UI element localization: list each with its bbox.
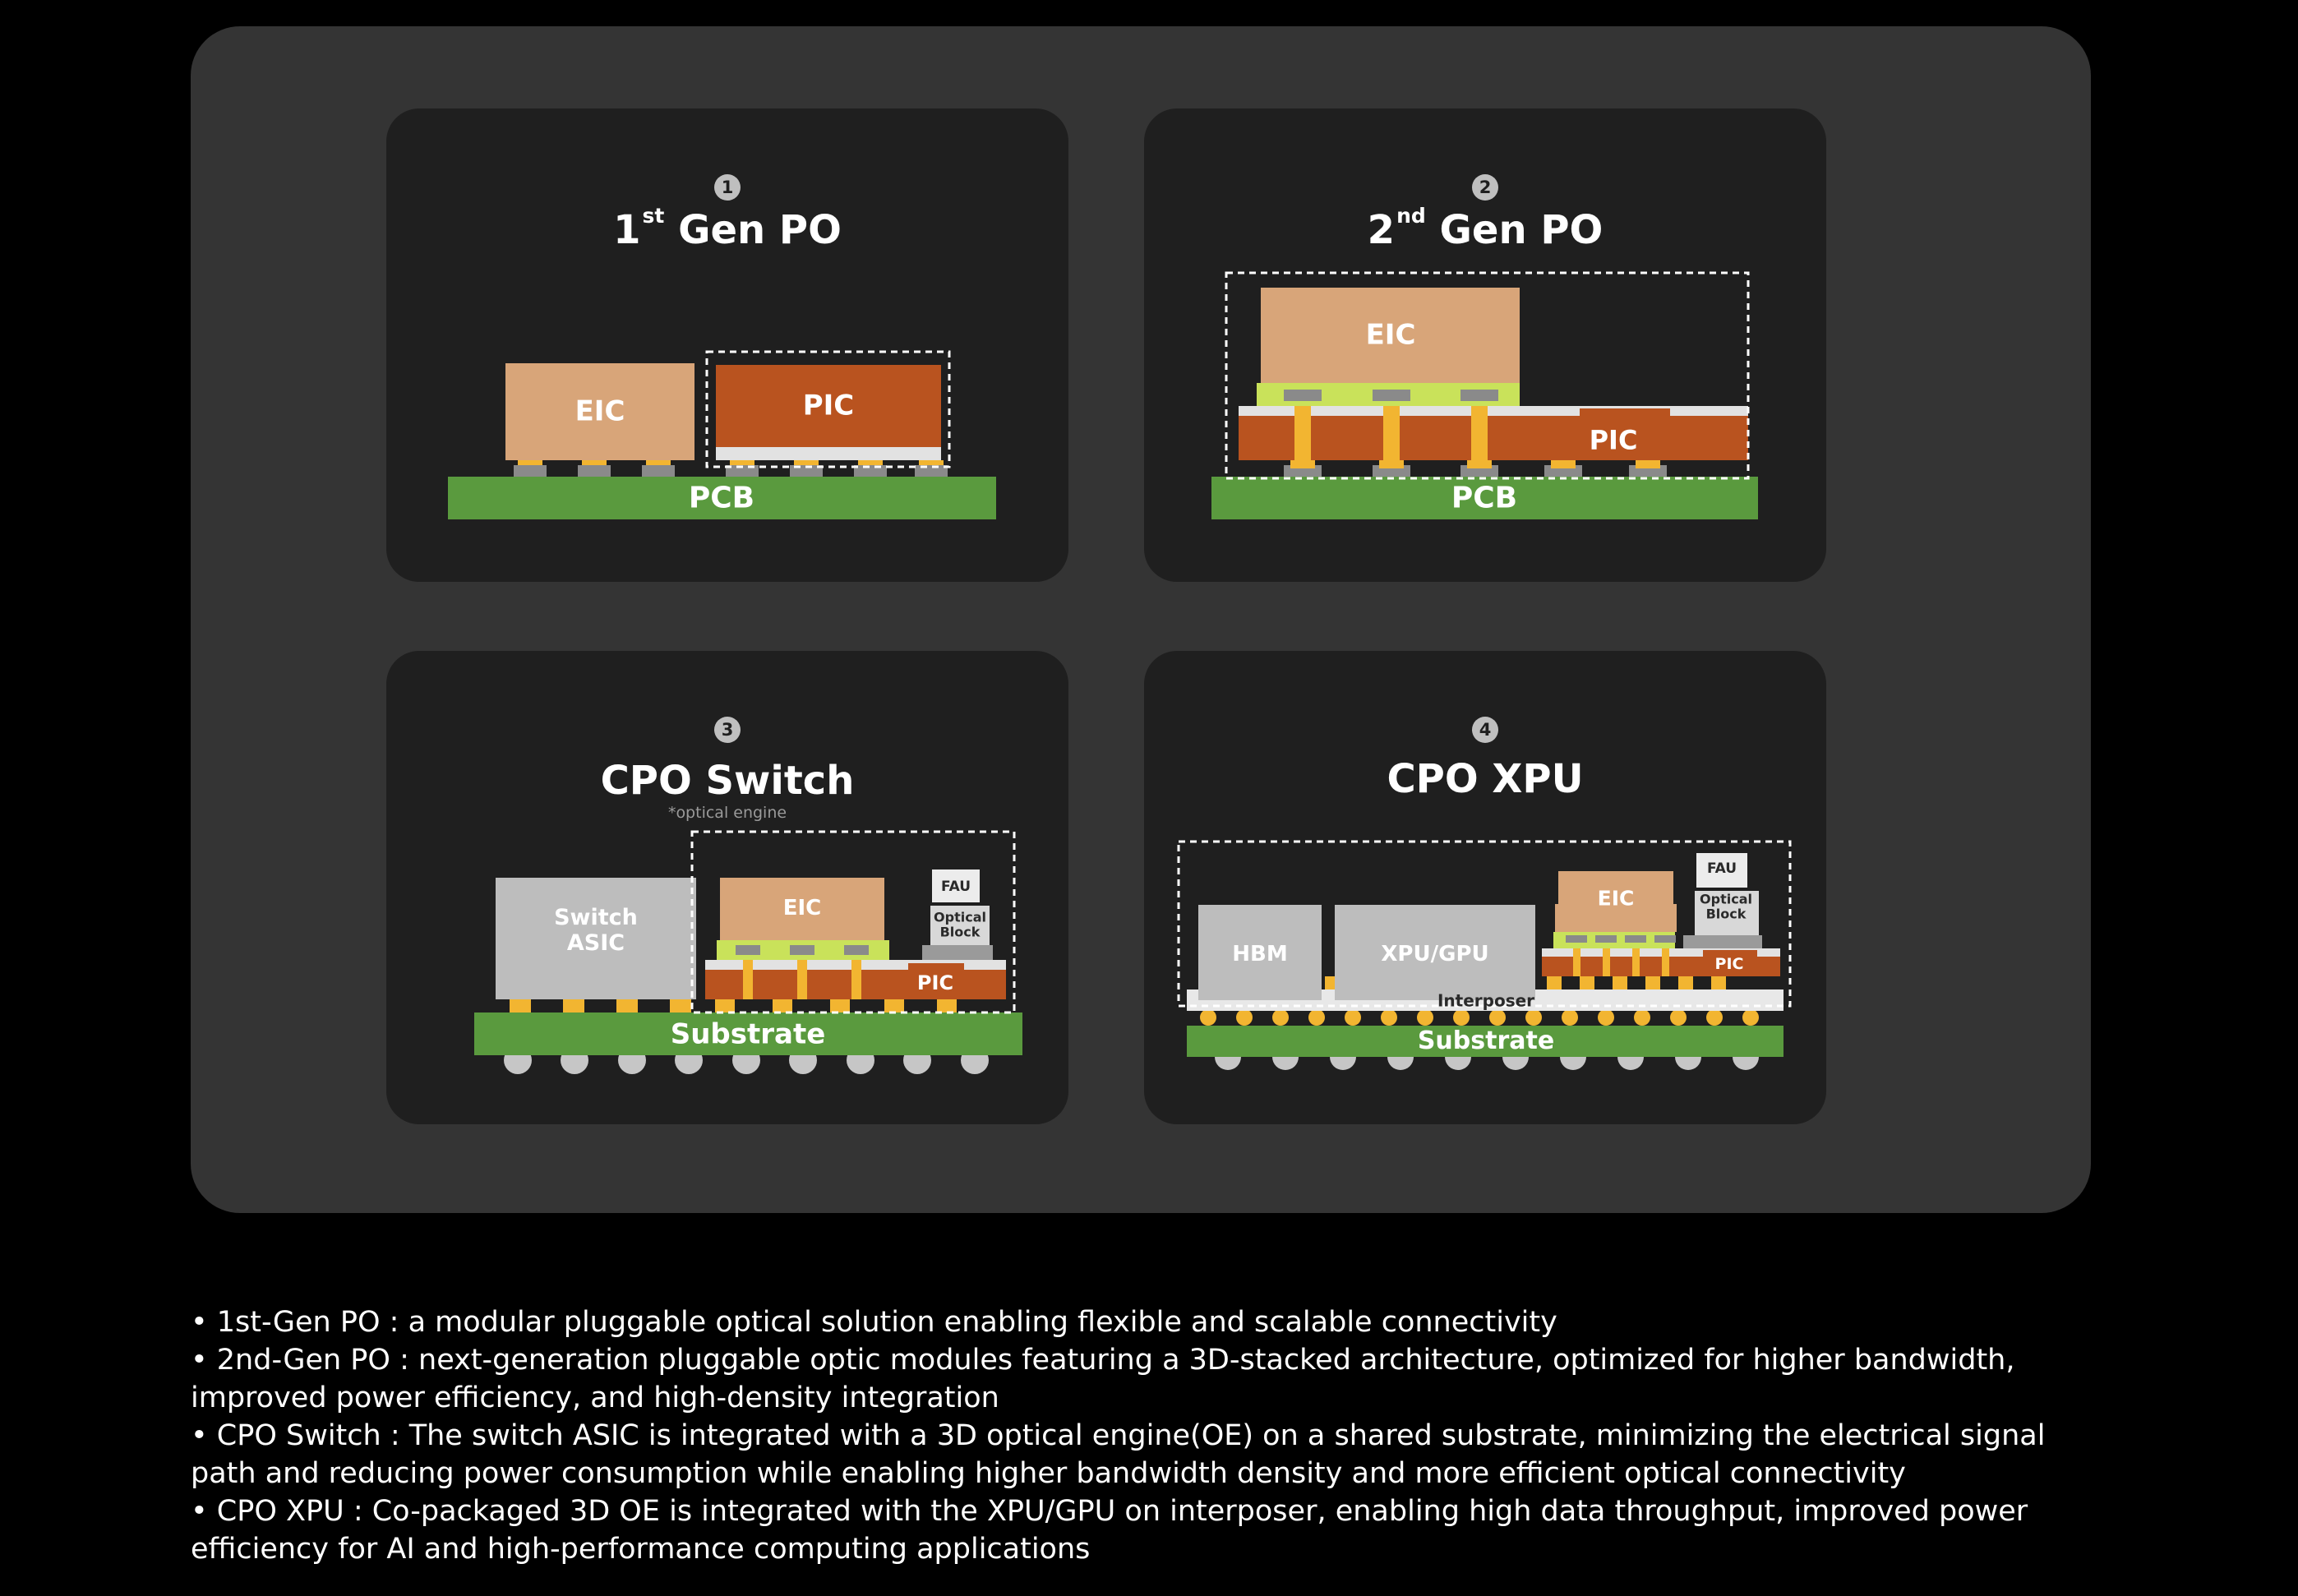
pcb-label: PCB (1451, 481, 1518, 515)
pic-label: PIC (1714, 955, 1744, 974)
hbm-label: HBM (1232, 942, 1288, 967)
fau-label: FAU (1706, 860, 1737, 878)
diagram-panel: 1 1st Gen PO EIC PIC PCB (191, 26, 2091, 1213)
card-title: CPO Switch (600, 758, 855, 804)
diagram-1st-gen-po (448, 350, 996, 519)
note-cpo-xpu: • CPO XPU : Co-packaged 3D OE is integra… (191, 1495, 2028, 1566)
card-subtitle: *optical engine (667, 804, 787, 822)
substrate-label: Substrate (670, 1017, 826, 1051)
eic-label: EIC (1365, 318, 1416, 352)
card-title: 1st Gen PO (613, 204, 842, 253)
card-title: 2nd Gen PO (1367, 204, 1604, 253)
substrate-label: Substrate (1417, 1026, 1555, 1055)
diagram-2nd-gen-po (1211, 271, 1758, 519)
note-cpo-switch: • CPO Switch : The switch ASIC is integr… (191, 1419, 2046, 1490)
step-number-badge: 3 (714, 717, 741, 743)
card-2nd-gen-po: 2 2nd Gen PO EIC PIC PCB (1144, 108, 1826, 582)
pic-label: PIC (802, 389, 855, 422)
diagram-cpo-xpu (1177, 840, 1792, 1070)
eic-label: EIC (782, 896, 822, 921)
card-1st-gen-po: 1 1st Gen PO EIC PIC PCB (386, 108, 1068, 582)
diagram-cpo-switch (474, 830, 1022, 1074)
step-number-badge: 1 (714, 174, 741, 201)
xpu-gpu-label: XPU/GPU (1381, 942, 1489, 967)
fau-label: FAU (940, 879, 971, 896)
pcb-label: PCB (688, 481, 755, 515)
pic-label: PIC (1589, 424, 1638, 456)
step-number-badge: 2 (1472, 174, 1498, 201)
eic-label: EIC (574, 394, 625, 428)
step-number-badge: 4 (1472, 717, 1498, 743)
interposer-label: Interposer (1437, 990, 1535, 1011)
pic-label: PIC (916, 971, 954, 995)
note-2nd-gen-po: • 2nd-Gen PO : next-generation pluggable… (191, 1344, 2015, 1414)
note-1st-gen-po: • 1st-Gen PO : a modular pluggable optic… (191, 1306, 1557, 1339)
description-notes: • 1st-Gen PO : a modular pluggable optic… (191, 1303, 2114, 1568)
card-title: CPO XPU (1387, 756, 1584, 802)
eic-label: EIC (1597, 886, 1635, 911)
card-cpo-xpu: 4 CPO XPU HBM XPU/GPU EIC PIC FAU Optica… (1144, 651, 1826, 1124)
